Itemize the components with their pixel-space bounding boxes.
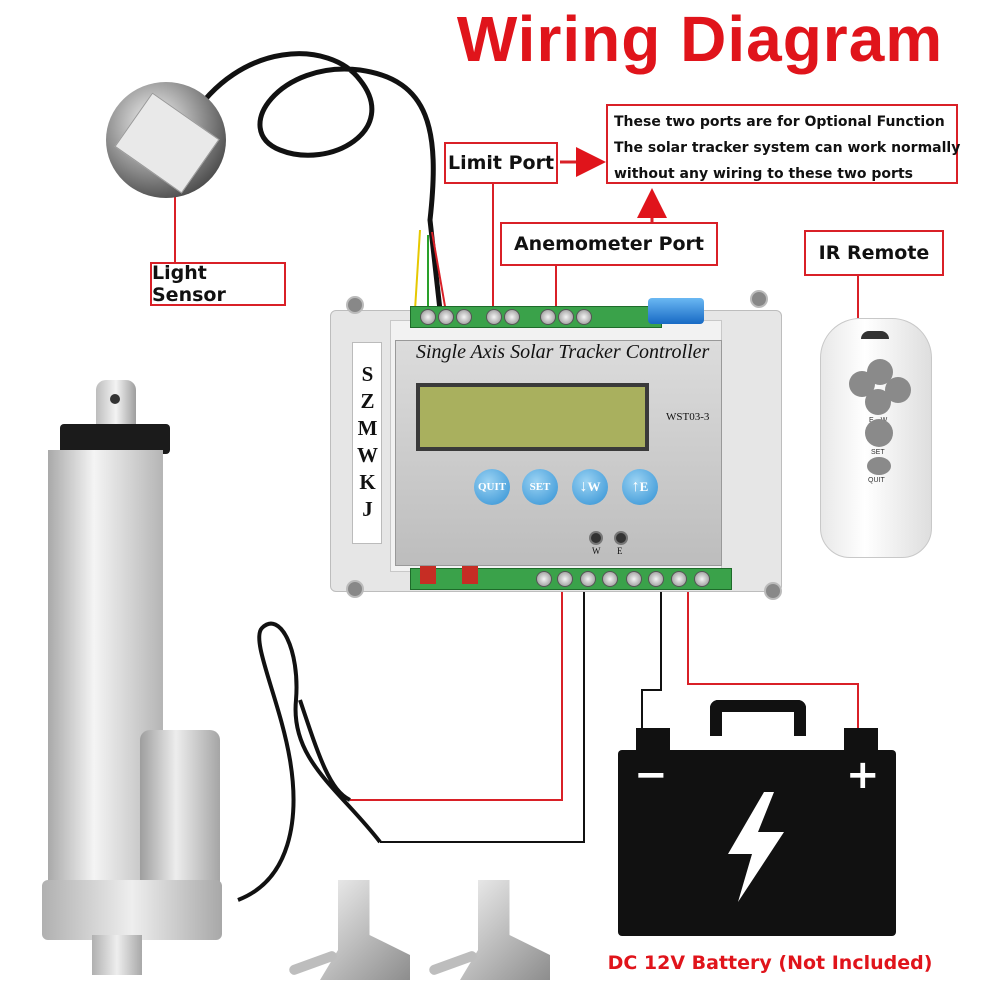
brand-label: SZMWKJ — [352, 342, 382, 544]
terminal-screw — [626, 571, 642, 587]
battery-positive-wire — [687, 584, 859, 730]
mount-hole-bottom-right — [764, 582, 782, 600]
terminal-screw — [580, 571, 596, 587]
terminal-screw — [557, 571, 573, 587]
terminal-screw — [558, 309, 574, 325]
light-sensor-cable — [187, 51, 443, 311]
anemometer-port-label: Anemometer Port — [500, 222, 718, 266]
set-button[interactable]: SET — [522, 469, 558, 505]
actuator-base — [42, 880, 222, 940]
relay-red — [462, 566, 478, 584]
terminal-screw — [504, 309, 520, 325]
light-sensor-label: Light Sensor — [150, 262, 286, 306]
east-button[interactable]: ↑E — [622, 469, 658, 505]
controller-front-panel: Single Axis Solar Tracker Controller WST… — [395, 340, 722, 566]
terminal-screw — [420, 309, 436, 325]
page-title: Wiring Diagram — [456, 3, 944, 75]
remote-quit-label: QUIT — [868, 477, 885, 484]
west-button-label: W — [587, 479, 601, 494]
actuator-black-wire — [380, 584, 585, 843]
east-led — [614, 531, 628, 545]
ir-remote-label: IR Remote — [804, 230, 944, 276]
quit-button[interactable]: QUIT — [474, 469, 510, 505]
east-led-label: E — [617, 546, 623, 556]
terminal-screw — [536, 571, 552, 587]
linear-actuator — [30, 380, 260, 980]
terminal-screw — [602, 571, 618, 587]
controller-title: Single Axis Solar Tracker Controller — [416, 341, 710, 363]
arrow-down-icon: ↓ — [579, 478, 588, 495]
actuator-red-wire — [350, 584, 563, 801]
terminal-screw — [671, 571, 687, 587]
note-line-3: without any wiring to these two ports — [614, 166, 913, 182]
lcd-display — [416, 383, 649, 451]
actuator-cap — [60, 424, 170, 454]
actuator-cable — [237, 621, 382, 902]
remote-set-label: SET — [871, 449, 885, 456]
terminal-screw — [438, 309, 454, 325]
mount-hole-top-left — [346, 296, 364, 314]
battery-negative-wire — [641, 584, 662, 730]
east-button-label: E — [639, 479, 649, 494]
battery-minus: − — [634, 752, 668, 798]
terminal-screw — [456, 309, 472, 325]
actuator-foot — [92, 935, 142, 975]
limit-port-label: Limit Port — [444, 142, 558, 184]
terminal-screw — [486, 309, 502, 325]
battery: − + — [612, 700, 902, 936]
remote-button-set[interactable] — [865, 419, 893, 447]
battery-label: DC 12V Battery (Not Included) — [607, 952, 933, 974]
remote-button-center[interactable] — [865, 389, 891, 415]
note-line-2: The solar tracker system can work normal… — [614, 140, 961, 156]
terminal-screw — [694, 571, 710, 587]
battery-handle — [710, 700, 806, 736]
west-led-label: W — [592, 546, 601, 556]
actuator-motor — [140, 730, 220, 900]
terminal-screw — [540, 309, 556, 325]
note-line-1: These two ports are for Optional Functio… — [614, 114, 945, 130]
light-sensor-device — [106, 82, 226, 202]
battery-plus: + — [846, 752, 880, 798]
terminal-screw — [576, 309, 592, 325]
arrow-up-icon: ↑ — [631, 478, 640, 495]
optional-ports-note: These two ports are for Optional Functio… — [606, 104, 961, 184]
terminal-screw — [648, 571, 664, 587]
lightning-icon — [728, 792, 784, 902]
ir-remote-device: E→W SET QUIT — [820, 318, 932, 558]
west-button[interactable]: ↓W — [572, 469, 608, 505]
ir-receiver — [648, 298, 704, 324]
relay-red — [420, 566, 436, 584]
remote-ir-window — [861, 331, 889, 339]
mount-hole-bottom-left — [346, 580, 364, 598]
west-led — [589, 531, 603, 545]
remote-button-quit[interactable] — [867, 457, 891, 475]
mount-hole-top-right — [750, 290, 768, 308]
solar-tracker-controller: Single Axis Solar Tracker Controller WST… — [330, 290, 782, 600]
rod-hole — [110, 394, 120, 404]
controller-model: WST03-3 — [666, 411, 710, 423]
